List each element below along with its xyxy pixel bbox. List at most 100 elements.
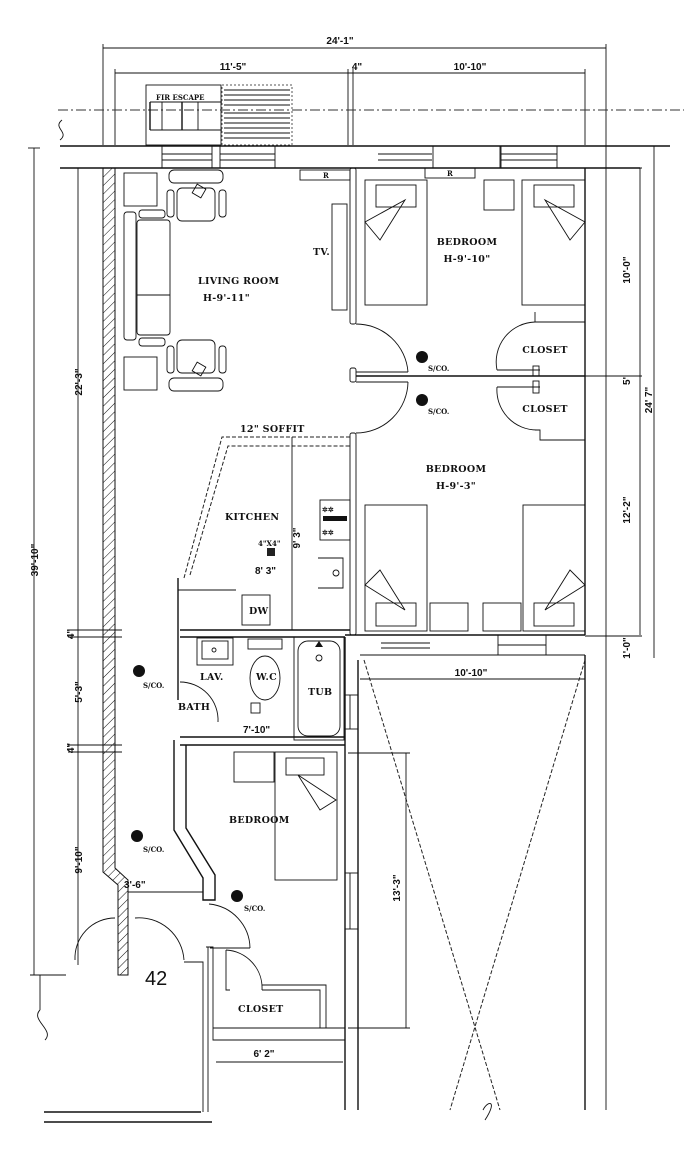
svg-text:S/CO.: S/CO. [143, 845, 164, 854]
door-swing-icon [179, 681, 219, 723]
bed-icon [364, 504, 428, 632]
door-swing-icon [208, 903, 251, 949]
floor-drain-icon [250, 702, 261, 714]
dim-bath-width: 7'-10" [243, 725, 270, 736]
tub-label: TUB [308, 687, 332, 698]
bed-icon [274, 751, 338, 881]
toilet-icon [247, 638, 283, 701]
svg-text:S/CO.: S/CO. [143, 681, 164, 690]
dim-bath-depth: 5'-3" [74, 681, 85, 703]
bed-icon [364, 179, 428, 306]
kitchen-name: KITCHEN [225, 512, 279, 523]
door-swing-icon [355, 323, 409, 373]
tv-stand-icon [331, 203, 348, 311]
entry: 42 [39, 917, 212, 1123]
dim-lower-right-depth: 13'-3" [392, 874, 403, 901]
window-icon [378, 145, 501, 169]
tv-label: TV. [313, 247, 330, 258]
end-table-icon [123, 356, 158, 391]
bedroom-top-name: BEDROOM [437, 237, 498, 248]
bedroom-middle-name: BEDROOM [426, 464, 487, 475]
bed-icon [521, 179, 586, 306]
window-icon [500, 145, 558, 169]
break-line-icon [37, 1009, 48, 1041]
dim-closet-width: 6' 2" [253, 1049, 274, 1060]
partition-walls [349, 167, 585, 636]
closet-3-label: CLOSET [238, 1004, 284, 1015]
desk-icon [482, 602, 522, 632]
radiator-label: R [447, 169, 453, 178]
desk-icon [429, 602, 469, 632]
bathtub-icon [293, 636, 345, 741]
desk-icon [483, 179, 515, 211]
smoke-co-detector-icon: S/CO. [231, 890, 265, 913]
break-line-icon [482, 1103, 492, 1121]
bedroom-bottom-name: BEDROOM [229, 815, 290, 826]
radiator-label: R [323, 171, 329, 180]
smoke-co-detector-icon: S/CO. [416, 351, 449, 373]
svg-text:S/CO.: S/CO. [428, 364, 449, 373]
dim-right-width: 10'-10" [454, 62, 487, 73]
bedroom-top: R BEDROOM H-9'-10" [364, 167, 586, 306]
vent-label: 4"X4" [258, 539, 280, 548]
unit-number: 42 [145, 968, 167, 990]
smoke-co-detector-icon: S/CO. [131, 830, 164, 854]
closet-bottom: CLOSET 6' 2" [206, 946, 345, 1063]
dishwasher-icon [241, 594, 271, 626]
svg-text:S/CO.: S/CO. [428, 407, 449, 416]
window-icon [161, 145, 213, 169]
bedroom-top-height: H-9'-10" [444, 254, 491, 265]
dim-closet-wall: 5' [622, 377, 633, 385]
dim-overall-width: 24'-1" [326, 36, 353, 47]
door-swing-icon [355, 381, 409, 434]
sofa-icon [123, 209, 171, 347]
living-room: R TV. LIVING ROOM H-9'-11" [123, 169, 351, 392]
left-dimensions: 39'-10" 22'-3" 4" 5'-3" 4" 9'-10" 3'-6" [28, 119, 203, 1041]
top-dimensions: 24'-1" 11'-5" 4" 10'-10" [58, 36, 684, 1110]
wc-label: W.C [255, 672, 277, 683]
dim-offset: 1'-0" [622, 637, 633, 659]
dishwasher-label: DW [249, 606, 269, 617]
bedroom-middle-height: H-9'-3" [436, 481, 476, 492]
fire-escape: FIR ESCAPE [145, 84, 293, 146]
stove-icon: ✲✲ ✲✲ [319, 499, 351, 541]
svg-text:✲✲: ✲✲ [322, 528, 334, 537]
dim-kitchen-depth: 9' 3" [292, 527, 303, 548]
dim-lower-right-width: 10'-10" [455, 668, 488, 679]
window-icon [381, 634, 547, 656]
bathroom: LAV. W.C TUB BATH 7'-10" [178, 636, 345, 746]
dim-hall-width: 3'-6" [124, 880, 146, 891]
window-icon [219, 145, 276, 169]
living-room-name: LIVING ROOM [198, 276, 279, 287]
lav-label: LAV. [200, 672, 224, 683]
dim-left-width: 11'-5" [220, 62, 247, 73]
dim-bedroom-top-depth: 10'-0" [622, 256, 633, 283]
bed-icon [522, 504, 586, 632]
svg-text:✲✲: ✲✲ [322, 505, 334, 514]
sink-icon [318, 557, 344, 589]
svg-text:S/CO.: S/CO. [244, 904, 265, 913]
bedroom-middle: BEDROOM H-9'-3" [364, 464, 586, 656]
smoke-co-detector-icon: S/CO. [416, 394, 449, 416]
dim-living-depth: 22'-3" [74, 368, 85, 395]
door-swing-icon [74, 917, 116, 961]
closet-2-label: CLOSET [522, 404, 568, 415]
sink-icon [196, 637, 234, 666]
dim-overall-depth: 39'-10" [30, 543, 41, 576]
fire-escape-label: FIR ESCAPE [156, 93, 205, 102]
lower-right-area: 10'-10" 13'-3" [348, 659, 586, 1121]
kitchen: 12" SOFFIT KITCHEN 9' 3" 4"X4" 8' 3" ✲✲ … [177, 424, 351, 700]
bath-label: BATH [178, 702, 210, 713]
dim-wall-4in: 4" [66, 629, 77, 640]
dim-bedroom-bottom-depth: 9'-10" [74, 846, 85, 873]
dim-right-total: 24' 7" [644, 386, 655, 413]
dim-kitchen-width: 8' 3" [255, 566, 276, 577]
break-line-icon [58, 119, 64, 141]
dim-wall-4in: 4" [352, 62, 363, 73]
soffit-label: 12" SOFFIT [240, 424, 305, 435]
armchair-icon [166, 339, 227, 392]
door-swing-icon [134, 917, 185, 961]
window-icon [344, 694, 359, 930]
dim-wall-4in: 4" [66, 743, 77, 754]
